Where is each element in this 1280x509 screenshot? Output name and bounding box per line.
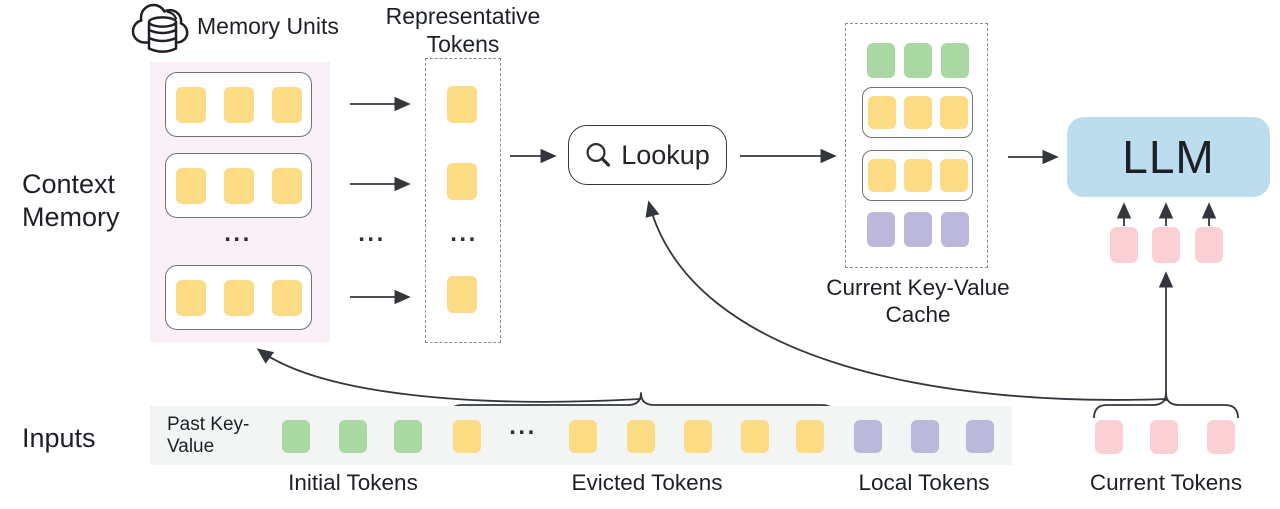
local-token <box>966 420 994 453</box>
initial-tokens-label: Initial Tokens <box>288 470 418 495</box>
memory-unit-row <box>165 153 312 218</box>
llm-box: LLM <box>1067 117 1270 197</box>
current-kv-cache-label: Current Key-Value Cache <box>826 275 1010 327</box>
initial-token <box>339 420 367 453</box>
current-kv-cache-box <box>845 23 988 268</box>
representative-token <box>447 163 477 200</box>
cache-initial-row <box>846 43 989 78</box>
kv-token <box>175 279 206 316</box>
llm-label: LLM <box>1122 131 1215 183</box>
memory-units-label: Memory Units <box>197 13 339 39</box>
representative-tokens-label: Representative Tokens <box>385 3 541 57</box>
arrows-ellipsis: ... <box>358 220 386 247</box>
current-token <box>1150 420 1178 454</box>
cache-local-row <box>846 212 989 247</box>
context-memory-box <box>150 62 330 342</box>
memory-unit-row <box>165 72 312 137</box>
kv-token <box>271 86 302 123</box>
kv-token <box>175 86 206 123</box>
lookup-button: Lookup <box>568 125 727 185</box>
local-token <box>854 420 882 453</box>
kv-token <box>271 167 302 204</box>
kv-token <box>903 212 932 247</box>
past-key-value-label: Past Key-Value <box>167 414 250 457</box>
evicted-tokens-label: Evicted Tokens <box>571 470 723 495</box>
kv-token <box>223 279 254 316</box>
kv-token <box>271 279 302 316</box>
kv-token <box>940 43 969 78</box>
local-token <box>911 420 939 453</box>
evicted-token <box>741 420 769 453</box>
initial-token <box>394 420 422 453</box>
arrow-evicted-to-memory <box>256 348 642 403</box>
context-memory-label: Context Memory <box>22 169 120 232</box>
search-icon <box>586 143 611 167</box>
current-token <box>1195 227 1223 263</box>
representative-token <box>447 276 477 313</box>
kv-token <box>939 159 968 192</box>
inputs-label: Inputs <box>22 423 96 453</box>
initial-token <box>282 420 310 453</box>
current-token <box>1095 420 1123 454</box>
kv-token <box>903 43 932 78</box>
kv-token <box>175 167 206 204</box>
current-token <box>1110 227 1138 263</box>
kv-token <box>939 96 968 129</box>
kv-token <box>867 159 896 192</box>
evicted-token <box>796 420 824 453</box>
lookup-label: Lookup <box>621 139 710 170</box>
kv-token <box>940 212 969 247</box>
kv-token <box>223 86 254 123</box>
cache-retrieved-unit <box>862 150 973 201</box>
current-token <box>1207 420 1235 454</box>
evicted-token <box>627 420 655 453</box>
representative-ellipsis: ... <box>450 220 478 247</box>
current-tokens-brace <box>1093 392 1239 419</box>
evicted-token <box>569 420 597 453</box>
current-tokens-label: Current Tokens <box>1089 470 1243 495</box>
kv-token <box>866 212 895 247</box>
memory-unit-row <box>165 265 312 330</box>
representative-token <box>447 86 477 123</box>
local-tokens-label: Local Tokens <box>858 470 990 495</box>
kv-token <box>903 159 932 192</box>
kv-token <box>866 43 895 78</box>
memory-ellipsis: ... <box>224 220 252 247</box>
current-token <box>1152 227 1180 263</box>
kv-token <box>223 167 254 204</box>
memory-units-cloud-db-icon <box>131 3 189 53</box>
kv-token <box>903 96 932 129</box>
inputs-ellipsis: ... <box>509 413 537 440</box>
evicted-token <box>453 420 481 453</box>
kv-token <box>867 96 896 129</box>
cache-retrieved-unit <box>862 87 973 138</box>
evicted-token <box>684 420 712 453</box>
representative-tokens-box <box>425 58 501 343</box>
